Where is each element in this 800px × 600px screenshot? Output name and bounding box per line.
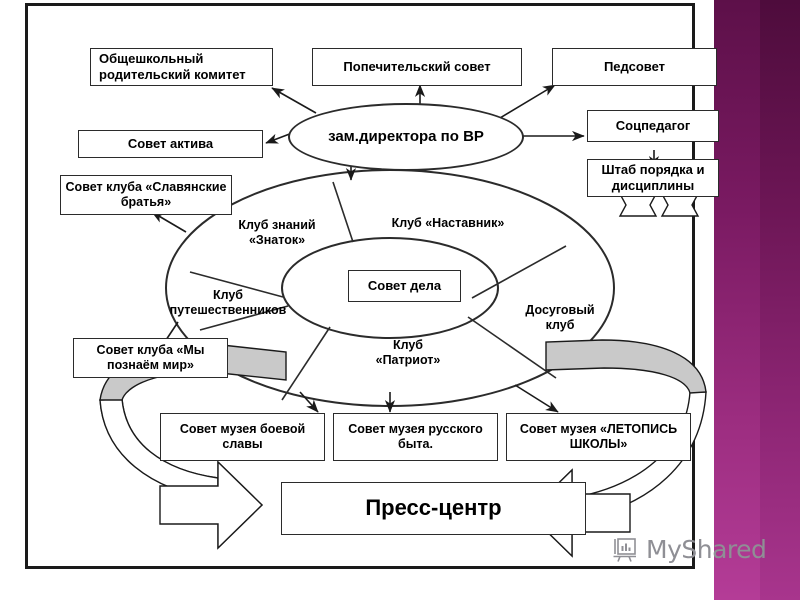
box-slavic-brothers-club-council[interactable]: Совет клуба «Славянские братья» (60, 175, 232, 215)
label-leisure-club: Досуговый клуб (525, 303, 595, 332)
box-deeds-council[interactable]: Совет дела (348, 270, 461, 302)
box-trustee-council[interactable]: Попечительский совет (312, 48, 522, 86)
box-pedagogical-council[interactable]: Педсовет (552, 48, 717, 86)
decorative-accent-band (714, 0, 800, 600)
label-patriot-club: Клуб «Патриот» (375, 338, 441, 367)
watermark-text: MyShared (646, 535, 767, 564)
myshared-watermark: MyShared (612, 535, 767, 564)
ellipse-deputy-director[interactable]: зам.директора по ВР (288, 103, 524, 171)
label-knowledge-club: Клуб знаний «Знаток» (238, 218, 316, 247)
slide-frame (25, 3, 695, 569)
box-parent-committee[interactable]: Общешкольный родительский комитет (90, 48, 273, 86)
box-social-teacher[interactable]: Соцпедагог (587, 110, 719, 142)
box-russian-life-museum-council[interactable]: Совет музея русского быта. (333, 413, 498, 461)
label-mentor-club: Клуб «Наставник» (391, 216, 505, 230)
box-school-chronicle-museum-council[interactable]: Совет музея «ЛЕТОПИСЬ ШКОЛЫ» (506, 413, 691, 461)
box-we-know-world-club-council[interactable]: Совет клуба «Мы познаём мир» (73, 338, 228, 378)
label-travellers-club: Клуб путешественников (169, 288, 287, 317)
box-military-glory-museum-council[interactable]: Совет музея боевой славы (160, 413, 325, 461)
accent-band-segment-left (714, 0, 760, 600)
presentation-chart-icon (613, 537, 636, 562)
box-order-discipline-staff[interactable]: Штаб порядка и дисциплины (587, 159, 719, 197)
box-press-center[interactable]: Пресс-центр (281, 482, 586, 535)
accent-band-segment-right (760, 0, 800, 600)
box-activists-council[interactable]: Совет актива (78, 130, 263, 158)
